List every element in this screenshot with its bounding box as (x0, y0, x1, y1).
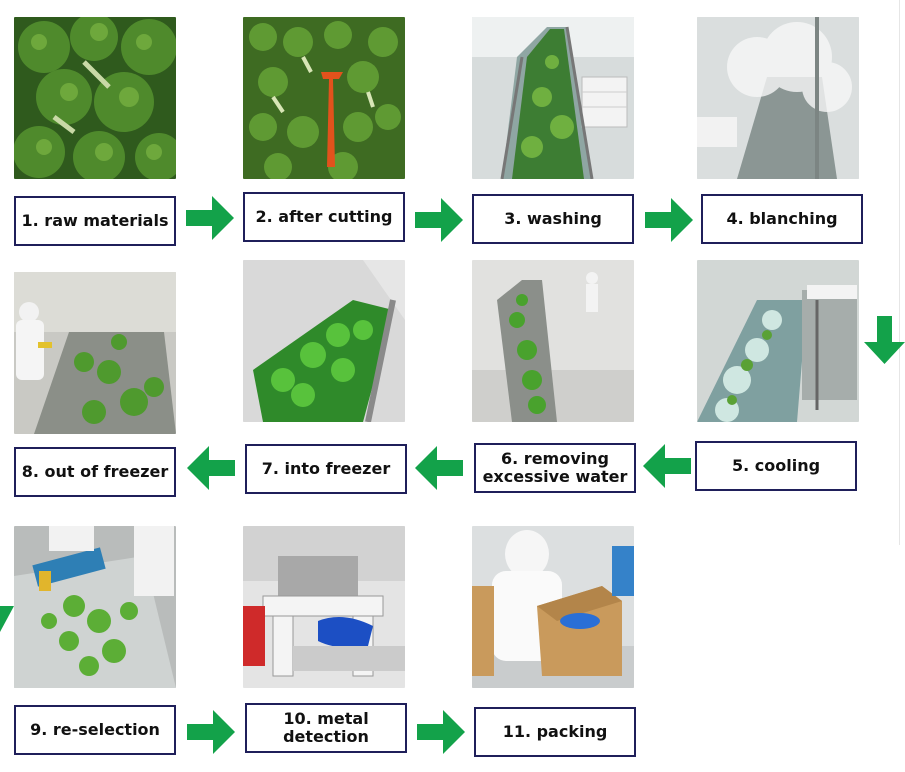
step-label-cooling: 5. cooling (695, 441, 857, 491)
step-label-packing: 11. packing (474, 707, 636, 757)
photo-blanching (697, 17, 859, 179)
arrow-left-icon (643, 444, 691, 488)
photo-into-freezer (243, 260, 405, 422)
page-edge-divider (899, 0, 900, 545)
photo-washing (472, 17, 634, 179)
step-label-into-freezer: 7. into freezer (245, 444, 407, 494)
arrow-down-icon (864, 316, 905, 364)
step-label-re-selection: 9. re-selection (14, 705, 176, 755)
photo-removing-water (472, 260, 634, 422)
step-label-after-cutting: 2. after cutting (243, 192, 405, 242)
photo-cooling (697, 260, 859, 422)
arrow-left-icon (415, 446, 463, 490)
photo-metal-detection (243, 526, 405, 688)
arrow-right-icon (187, 710, 235, 754)
photo-raw-materials (14, 17, 176, 179)
step-label-raw-materials: 1. raw materials (14, 196, 176, 246)
photo-re-selection (14, 526, 176, 688)
arrow-right-icon (415, 198, 463, 242)
photo-out-of-freezer (14, 272, 176, 434)
arrow-right-icon (417, 710, 465, 754)
step-label-removing-water: 6. removing excessive water (474, 443, 636, 493)
photo-packing (472, 526, 634, 688)
step-label-metal-detection: 10. metal detection (245, 703, 407, 753)
arrow-down-left-icon (0, 606, 14, 632)
arrow-right-icon (186, 196, 234, 240)
arrow-left-icon (187, 446, 235, 490)
arrow-right-icon (645, 198, 693, 242)
photo-after-cutting (243, 17, 405, 179)
step-label-washing: 3. washing (472, 194, 634, 244)
step-label-out-of-freezer: 8. out of freezer (14, 447, 176, 497)
step-label-blanching: 4. blanching (701, 194, 863, 244)
